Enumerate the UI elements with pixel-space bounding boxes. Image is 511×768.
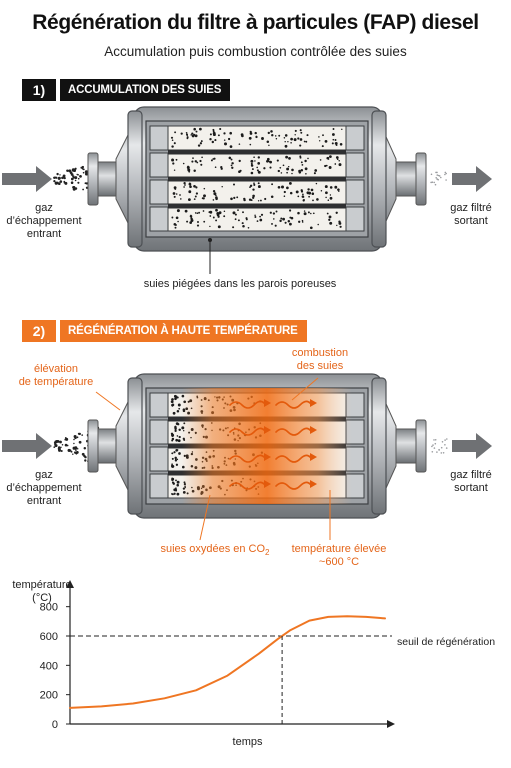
chart-x-label: temps (233, 736, 263, 748)
chart-y-label-line-1: température (12, 579, 71, 591)
chart-series-line (70, 616, 385, 708)
chart-y-label-line-2: (°C) (32, 592, 52, 604)
chart-y-tick-label-3: 600 (40, 631, 58, 643)
chart-y-tick-label-0: 0 (52, 719, 58, 731)
chart-x-axis-arrow (387, 720, 395, 728)
chart-y-tick-label-1: 200 (40, 690, 58, 702)
chart-threshold-label: seuil de régénération (397, 636, 495, 648)
chart-y-tick-label-2: 400 (40, 660, 58, 672)
